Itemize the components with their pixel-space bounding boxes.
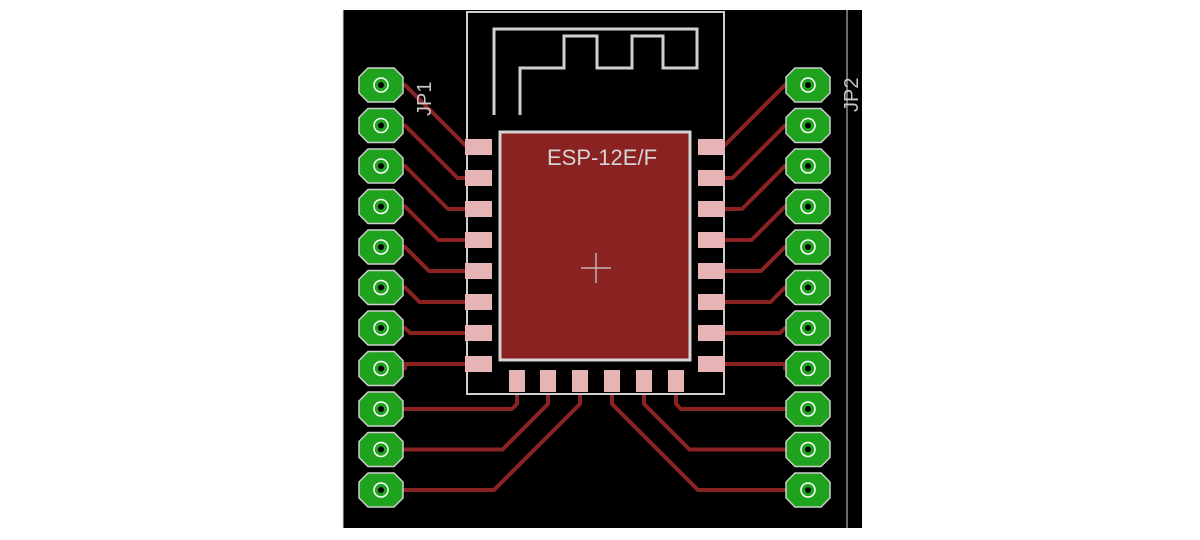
drill-center [378, 487, 384, 493]
drill-hole [373, 360, 389, 377]
drill-center [805, 325, 811, 331]
smd-pad-right [698, 139, 725, 155]
smd-pad-bottom [572, 370, 588, 392]
smd-pad-bottom [668, 370, 684, 392]
smd-pad-left [465, 294, 492, 310]
drill-center [805, 365, 811, 372]
trace-bottom-left [381, 395, 519, 411]
smd-pad-bottom [636, 370, 652, 392]
header-label-jp2: JP2 [841, 78, 863, 112]
drill-hole [373, 117, 389, 134]
smd-pad-left [465, 170, 492, 186]
smd-pad-right [698, 294, 725, 310]
drill-center [378, 446, 384, 453]
drill-center [378, 203, 384, 210]
drill-hole [800, 158, 816, 174]
trace-bottom-right [610, 395, 808, 492]
drill-hole [800, 117, 816, 134]
drill-center [378, 406, 384, 412]
smd-pads [465, 139, 725, 392]
smd-pad-left [465, 201, 492, 217]
header-pads [358, 67, 831, 508]
drill-center [378, 325, 384, 331]
drill-hole [373, 158, 389, 174]
smd-pad-right [698, 201, 725, 217]
smd-pad-right [698, 356, 725, 372]
trace-bottom-right [674, 395, 808, 411]
smd-pad-bottom [509, 370, 525, 392]
drill-center [805, 82, 811, 88]
drill-center [805, 122, 811, 129]
smd-pad-right [698, 263, 725, 279]
smd-pad-right [698, 170, 725, 186]
drill-center [378, 365, 384, 372]
drill-center [378, 122, 384, 129]
drill-hole [800, 320, 816, 336]
smd-pad-right [698, 325, 725, 341]
drill-center [805, 446, 811, 453]
smd-pad-left [465, 232, 492, 248]
drill-hole [800, 239, 816, 255]
drill-center [378, 244, 384, 250]
drill-hole [373, 320, 389, 336]
drill-center [378, 284, 384, 291]
smd-pad-bottom [604, 370, 620, 392]
trace-bottom-left [381, 395, 582, 492]
smd-pad-left [465, 139, 492, 155]
smd-pad-left [465, 356, 492, 372]
smd-pad-right [698, 232, 725, 248]
trace-bottom-left [381, 395, 550, 452]
module-label: ESP-12E/F [547, 145, 657, 170]
drill-hole [373, 198, 389, 215]
drill-center [378, 163, 384, 169]
smd-pad-bottom [540, 370, 556, 392]
drill-hole [800, 360, 816, 377]
drill-center [805, 284, 811, 291]
drill-hole [373, 279, 389, 296]
drill-hole [800, 279, 816, 296]
header-label-jp1: JP1 [414, 82, 436, 116]
drill-center [805, 406, 811, 412]
drill-hole [373, 482, 389, 498]
drill-hole [800, 482, 816, 498]
module-body [498, 130, 692, 362]
drill-center [805, 203, 811, 210]
drill-hole [373, 77, 389, 93]
drill-center [805, 487, 811, 493]
drill-center [378, 82, 384, 88]
drill-hole [373, 441, 389, 458]
drill-hole [800, 401, 816, 417]
drill-hole [800, 198, 816, 215]
trace-bottom-right [642, 395, 808, 452]
smd-pad-left [465, 325, 492, 341]
antenna-trace [492, 27, 699, 115]
smd-pad-left [465, 263, 492, 279]
drill-hole [800, 441, 816, 458]
drill-hole [373, 239, 389, 255]
drill-hole [800, 77, 816, 93]
drill-hole [373, 401, 389, 417]
drill-center [805, 244, 811, 250]
drill-center [805, 163, 811, 169]
